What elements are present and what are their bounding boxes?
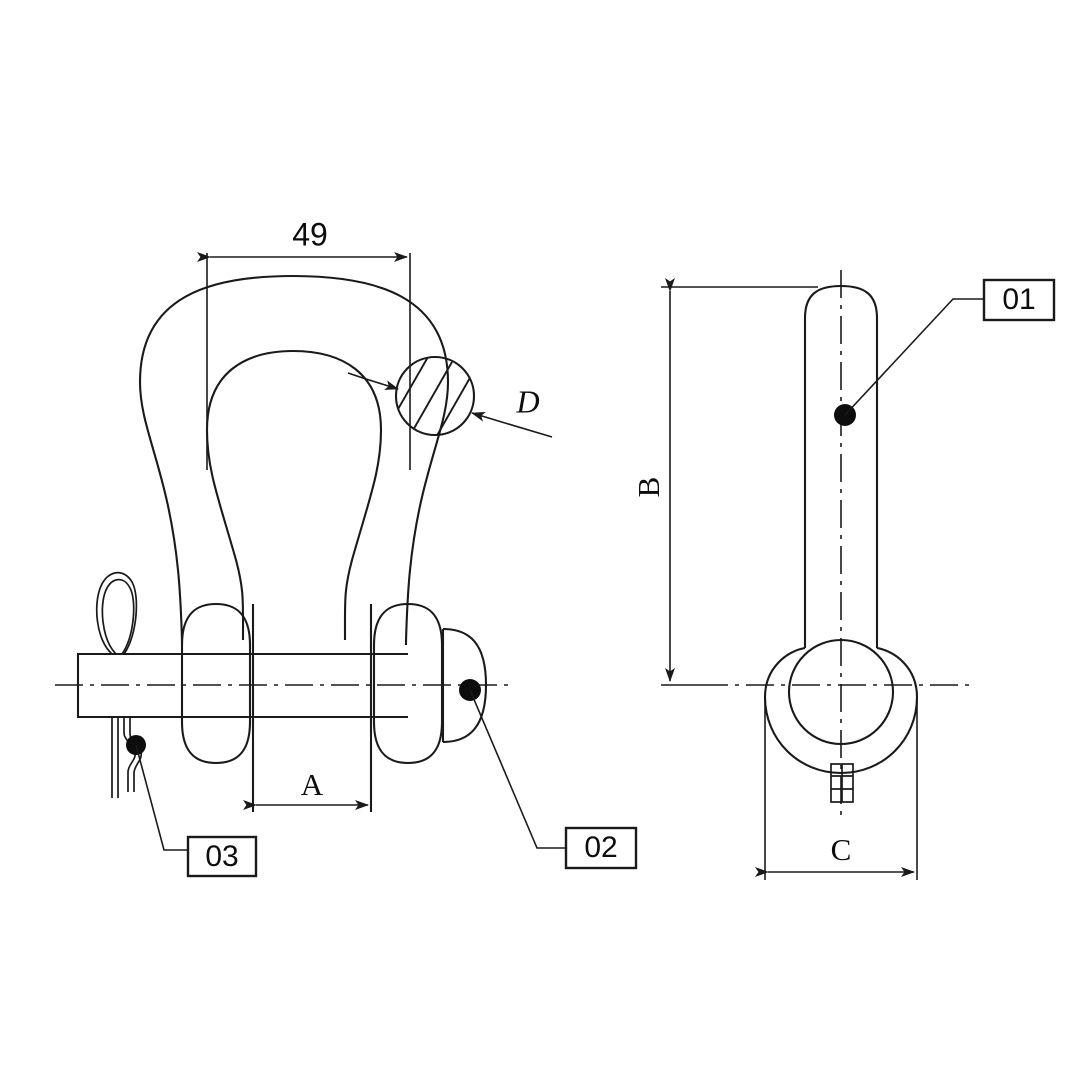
dimension-D-label: D — [515, 383, 539, 419]
shackle-bow-inner-profile — [205, 349, 383, 641]
leader-line-01 — [844, 298, 984, 416]
leader-line-02 — [469, 689, 566, 849]
dimension-line-D — [365, 378, 399, 390]
balloon-01-label: 01 — [1002, 283, 1035, 316]
shackle-ear-left — [180, 602, 252, 765]
balloon-03-box[interactable] — [186, 835, 258, 878]
dimension-49-group: 49 — [197, 216, 411, 470]
dimension-D-group: D — [347, 372, 553, 438]
side-elevation-view: B C — [631, 270, 1056, 880]
dimension-C-label: C — [831, 832, 852, 867]
balloon-02-box[interactable] — [564, 826, 638, 870]
dimension-C-group: C — [755, 697, 918, 880]
dimension-B-group: B — [631, 278, 818, 686]
balloon-01-box[interactable] — [982, 278, 1056, 322]
pin-eye-outer — [763, 646, 919, 775]
balloon-03-label: 03 — [205, 840, 238, 873]
front-elevation-view: 49 D — [55, 216, 638, 878]
dimension-line-D-2 — [471, 411, 506, 424]
dimension-A-group: A — [243, 767, 369, 810]
cotter-pin-loop-inner — [101, 578, 135, 655]
bow-section-cut — [394, 355, 476, 437]
dimension-A-label: A — [301, 767, 324, 802]
section-circle-D — [394, 355, 476, 437]
dimension-line-D-outer — [347, 372, 367, 380]
balloon-02-group[interactable]: 02 — [459, 679, 638, 870]
cotter-pin-loop-outer — [95, 571, 138, 655]
section-hatch-icon — [396, 357, 472, 435]
dimension-49-label: 49 — [292, 216, 328, 252]
leader-line-03 — [135, 744, 188, 851]
shackle-ear-right — [372, 602, 444, 765]
balloon-02-label: 02 — [584, 831, 617, 864]
dimension-leader-D-tail — [504, 422, 553, 438]
shackle-bow-outer-profile — [138, 274, 450, 646]
balloon-01-group[interactable]: 01 — [834, 278, 1056, 426]
dimension-B-label: B — [631, 477, 666, 498]
cotter-pin-side-detail — [830, 763, 854, 803]
balloon-03-group[interactable]: 03 — [126, 735, 258, 878]
